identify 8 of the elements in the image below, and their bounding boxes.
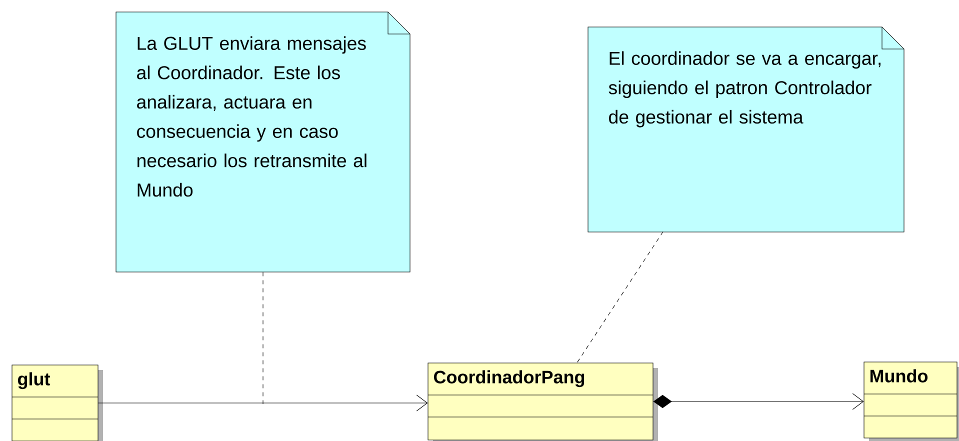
leader-line	[576, 231, 664, 363]
note-box: El coordinador se va a encargar, siguiendo el patron Controlador de gestionar el sistema	[588, 26, 904, 232]
note-box: La GLUT enviara mensajes al Coordinador. Este los analizara, actuara en consecuencia y en caso necesario los retransmite al Mundo	[116, 12, 410, 272]
class-box: CoordinadorPang	[428, 362, 658, 441]
association-arrow	[653, 393, 864, 410]
class-box: Mundo	[864, 362, 959, 441]
association-arrow	[98, 394, 428, 412]
class-box: glut	[12, 364, 103, 441]
